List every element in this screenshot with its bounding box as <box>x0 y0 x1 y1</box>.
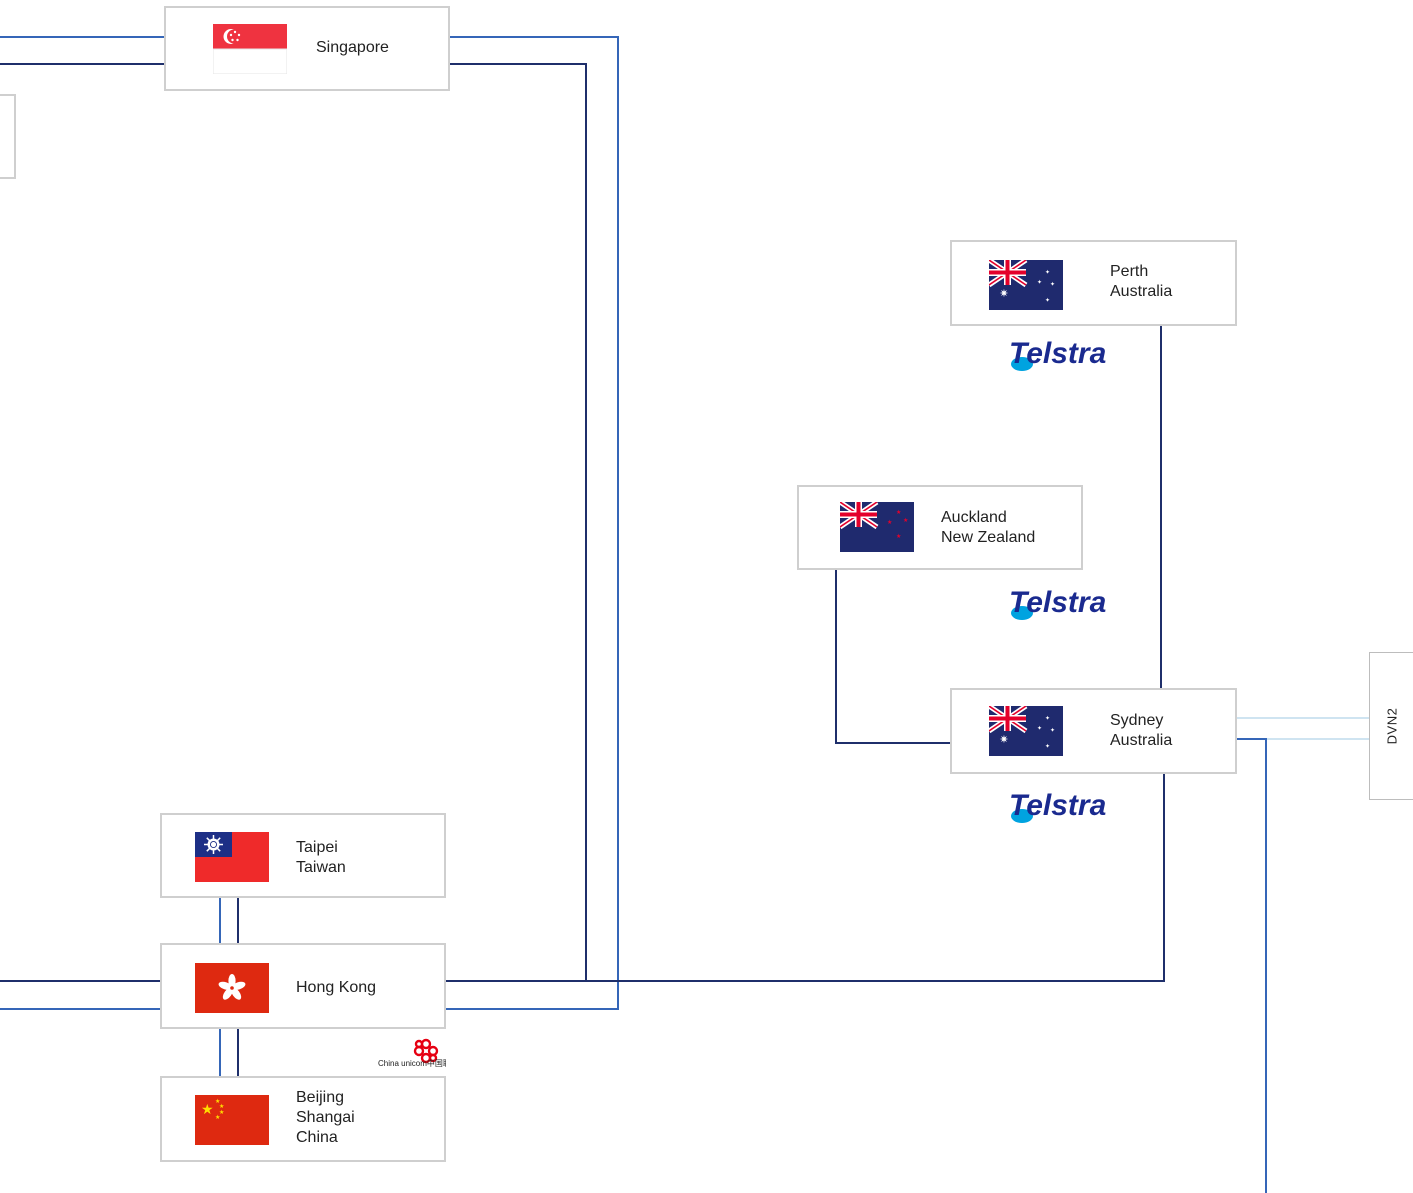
svg-text:Telstra: Telstra <box>1009 586 1106 619</box>
new-zealand-flag-icon: ★★ ★★ <box>840 502 914 552</box>
svg-text:★: ★ <box>219 1103 224 1110</box>
svg-text:★: ★ <box>896 533 901 540</box>
telstra-logo: Telstra <box>1009 586 1106 620</box>
svg-text:✷: ✷ <box>999 734 1008 746</box>
svg-text:★: ★ <box>215 1098 220 1105</box>
link-singapore-hongkong-blue-right <box>446 36 619 1010</box>
node-label: Singapore <box>316 39 389 56</box>
svg-text:Telstra: Telstra <box>1009 337 1106 370</box>
svg-text:✦: ✦ <box>1045 297 1050 304</box>
australia-flag-icon: ✷ ✦✦ ✦✦ <box>989 260 1063 310</box>
svg-text:✦: ✦ <box>1037 279 1042 286</box>
svg-text:★: ★ <box>219 1109 224 1116</box>
china-unicom-logo: China unicom中国联通 <box>376 1037 459 1075</box>
svg-text:Telstra: Telstra <box>1009 789 1106 822</box>
svg-text:★: ★ <box>903 517 908 524</box>
svg-text:✦: ✦ <box>1045 269 1050 276</box>
australia-flag-icon: ✷ ✦✦ ✦✦ <box>989 706 1063 756</box>
node-label: Hong Kong <box>296 979 377 996</box>
dvn2-box[interactable]: DVN2 <box>1369 652 1413 800</box>
link-hongkong-sydney <box>446 772 1165 982</box>
dvn2-label: DVN2 <box>1384 707 1399 745</box>
link-sydney-south <box>1236 738 1267 1193</box>
link-auckland-sydney <box>835 569 951 744</box>
node-hong-kong[interactable]: Hong Kong <box>160 943 446 1029</box>
china-flag-icon: ★ ★★ ★★ <box>195 1095 269 1145</box>
svg-text:✦: ✦ <box>1050 727 1055 734</box>
telstra-logo: Telstra <box>1009 789 1106 823</box>
svg-text:★: ★ <box>887 519 892 526</box>
taiwan-flag-icon <box>195 832 269 882</box>
link-singapore-hongkong-dark <box>449 63 587 981</box>
svg-text:★: ★ <box>215 1114 220 1121</box>
svg-text:✦: ✦ <box>1050 281 1055 288</box>
node-singapore[interactable]: Singapore <box>164 6 450 91</box>
svg-text:✦: ✦ <box>1045 743 1050 750</box>
svg-text:✦: ✦ <box>1037 725 1042 732</box>
hong-kong-flag-icon <box>195 963 269 1013</box>
svg-text:★: ★ <box>201 1101 214 1117</box>
telstra-logo: Telstra <box>1009 337 1106 371</box>
svg-text:China unicom中国联通: China unicom中国联通 <box>378 1058 446 1068</box>
singapore-flag-icon <box>213 24 287 74</box>
offscreen-node <box>0 94 16 179</box>
svg-text:✦: ✦ <box>1045 715 1050 722</box>
svg-text:✷: ✷ <box>999 288 1008 300</box>
svg-text:★: ★ <box>896 509 901 516</box>
